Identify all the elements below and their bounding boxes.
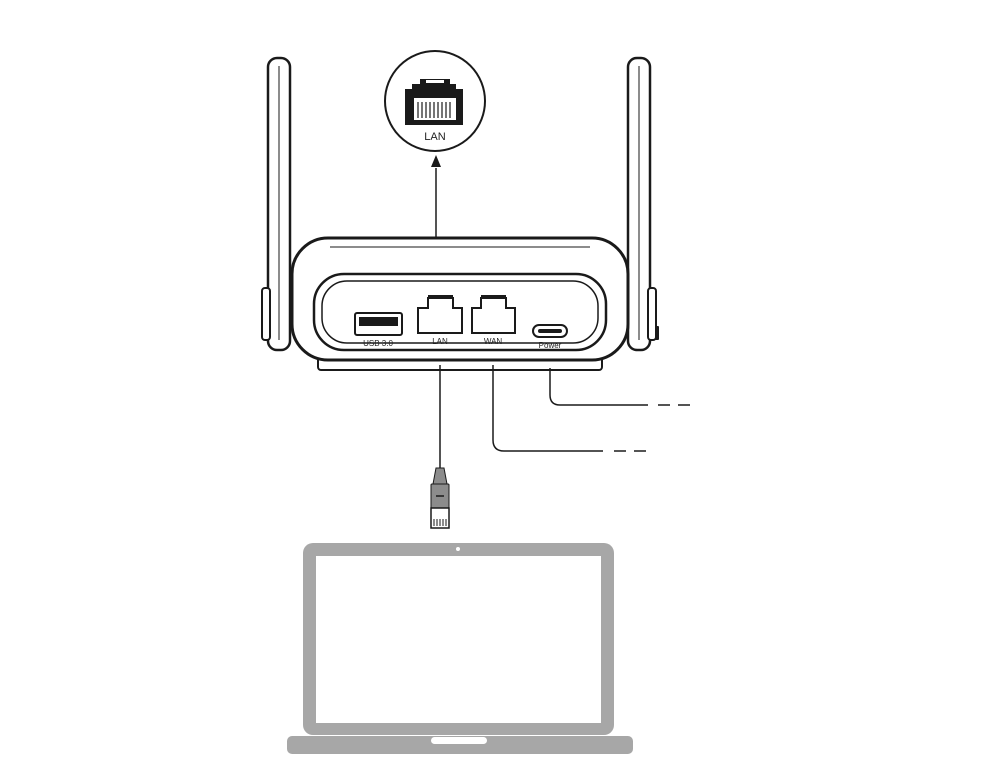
router-lan-port-label: LAN — [432, 337, 448, 346]
router-lan-port-icon — [417, 295, 463, 334]
usb-port-icon — [354, 312, 403, 336]
router-body — [290, 236, 630, 371]
router-wan-port-label: WAN — [484, 337, 503, 346]
power-cable — [549, 368, 648, 406]
left-antenna — [261, 56, 292, 352]
right-antenna — [626, 56, 659, 352]
laptop-icon — [287, 543, 633, 754]
callout-arrow-icon — [431, 155, 441, 167]
power-port-icon — [532, 324, 568, 338]
ethernet-connector-icon — [430, 467, 450, 529]
usb-port-label: USB 3.0 — [363, 339, 393, 348]
power-port-label: Power — [539, 341, 562, 350]
callout-lan-label: LAN — [424, 131, 445, 143]
lan-callout-circle — [384, 50, 486, 152]
router-wan-port-icon — [471, 295, 516, 334]
wan-cable — [492, 365, 603, 452]
